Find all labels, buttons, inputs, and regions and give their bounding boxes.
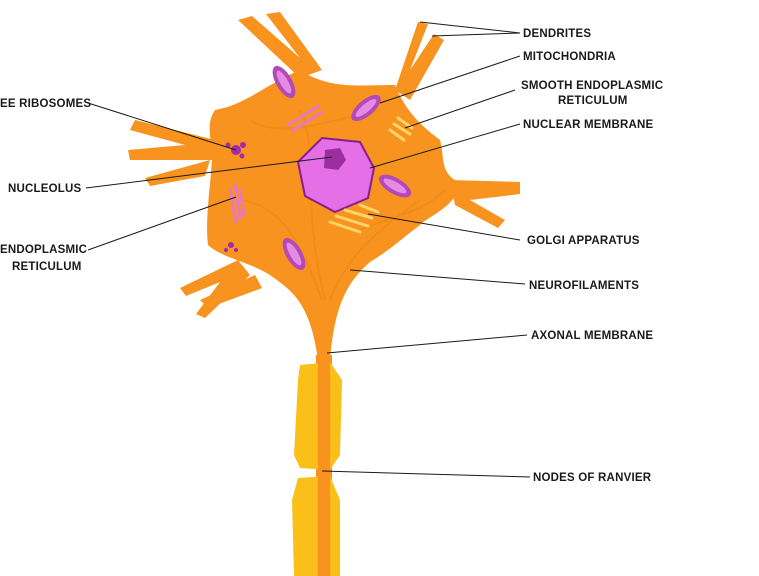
golgi-strand (358, 203, 380, 214)
label-dendrites: DENDRITES (523, 28, 591, 40)
label-nuclear-membrane: NUCLEAR MEMBRANE (523, 119, 653, 131)
mitochondria-group (272, 65, 412, 271)
label-smooth-er-line1: SMOOTH ENDOPLASMIC (521, 80, 663, 92)
dendrite-left-mid (145, 160, 210, 186)
rough-er (228, 104, 324, 224)
mitochondrion-inner (286, 242, 302, 266)
dendrite-left-upper (128, 120, 215, 160)
rough-er-strand (233, 183, 242, 220)
mitochondrion (272, 65, 296, 99)
label-rough-er-line1: ENDOPLASMIC (0, 244, 87, 256)
leader-line-dendrites-a (419, 21, 521, 34)
dendrite-top-right (395, 22, 444, 100)
dendrite-left-lower (180, 260, 250, 318)
ribosome (240, 142, 246, 148)
neurofilament-streak (329, 199, 421, 301)
leader-line-golgi (367, 213, 521, 241)
golgi-strand (328, 220, 362, 234)
dendrite-bottom-left (200, 275, 262, 308)
label-smooth-er-line2: RETICULUM (558, 95, 628, 107)
ribosome (228, 242, 234, 248)
label-nucleolus: NUCLEOLUS (8, 183, 81, 195)
label-free-ribosomes: EE RIBOSOMES (0, 98, 91, 110)
mitochondrion-inner (276, 70, 292, 94)
smooth-er-strand (388, 128, 406, 142)
leader-line-neurofilaments (349, 269, 526, 285)
label-axonal-membrane: AXONAL MEMBRANE (531, 330, 653, 342)
ribosome (234, 248, 238, 252)
ribosome (225, 142, 231, 148)
label-golgi-apparatus: GOLGI APPARATUS (527, 235, 640, 247)
leader-line-rough-er (87, 196, 237, 251)
label-mitochondria: MITOCHONDRIA (523, 51, 616, 63)
ribosome (239, 153, 245, 159)
rough-er-strand (286, 104, 320, 127)
label-neurofilaments: NEUROFILAMENTS (529, 280, 639, 292)
smooth-er-strand (392, 122, 412, 136)
leader-line-nucleolus (85, 156, 333, 189)
cell-body (207, 70, 459, 360)
golgi-apparatus (328, 203, 380, 234)
mitochondrion-inner (355, 99, 377, 117)
golgi-strand (343, 208, 374, 220)
rough-er-strand (290, 110, 324, 133)
leader-line-nodes-ranvier (321, 470, 531, 478)
dendrites-group (128, 12, 520, 318)
leader-line-smooth-er (404, 89, 516, 129)
label-nodes-of-ranvier: NODES OF RANVIER (533, 472, 652, 484)
leader-line-dendrites-b (431, 32, 521, 37)
leader-line-free-ribosomes (87, 102, 237, 151)
golgi-strand (334, 214, 370, 228)
mitochondrion (378, 174, 412, 198)
neurofilament-streak (359, 189, 446, 231)
mitochondrion (282, 237, 306, 271)
mitochondrion-inner (383, 178, 407, 194)
leader-line-mitochondria (379, 55, 521, 104)
ribosome (224, 248, 228, 252)
myelin-sheath-lower (292, 476, 340, 576)
label-rough-er-line2: RETICULUM (12, 261, 82, 273)
mitochondrion (351, 94, 381, 122)
leader-line-axonal-membrane (326, 334, 528, 354)
axon-core-overlay (318, 360, 330, 576)
neurofilament-streak (239, 199, 323, 301)
rough-er-strand (228, 188, 238, 224)
dendrite-right (450, 180, 520, 228)
leader-line-nuclear-membrane (369, 123, 521, 169)
nucleus (296, 136, 376, 214)
rough-er-strand (238, 188, 246, 217)
nucleolus (324, 148, 346, 170)
leader-lines (85, 21, 531, 478)
dendrite-top-left (238, 12, 322, 78)
